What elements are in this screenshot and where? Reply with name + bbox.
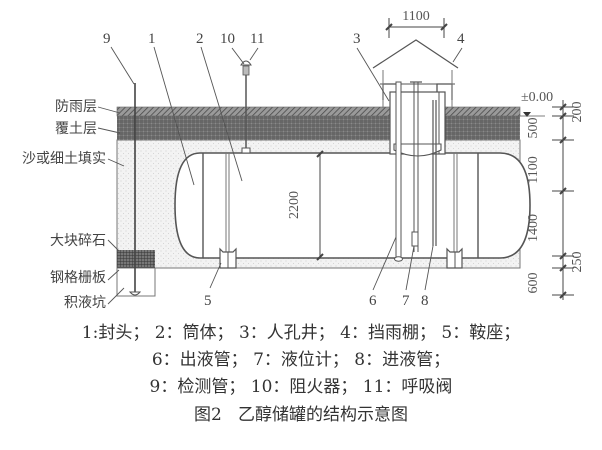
rain-shed — [372, 39, 459, 69]
legend-line-3: 9：检测管； 10：阻火器； 11：呼吸阀 — [149, 377, 453, 397]
saddle-left — [219, 247, 237, 269]
callout-6: 6 — [369, 293, 377, 309]
dim-vertical-chain — [552, 100, 574, 300]
label-sand-fill: 沙或细土填实 — [22, 151, 106, 167]
soil-cover-layer — [117, 116, 520, 140]
detection-pipe — [128, 83, 142, 296]
label-soil-cover: 覆土层 — [55, 121, 97, 137]
gravel-layer — [117, 250, 155, 268]
dim-label-200: 200 — [570, 102, 585, 123]
dim-label-1400: 1400 — [526, 214, 541, 242]
dim-label-600: 600 — [526, 273, 541, 294]
level-gauge — [410, 81, 422, 252]
callout-2: 2 — [196, 31, 204, 47]
tank — [174, 152, 531, 259]
flame-arrester — [242, 65, 250, 76]
label-steel-grating: 钢格栅板 — [50, 270, 106, 286]
callout-3: 3 — [353, 31, 361, 47]
dim-label-250: 250 — [570, 252, 585, 273]
figure-title: 图2 乙醇储罐的结构示意图 — [193, 405, 409, 425]
callout-1: 1 — [148, 31, 156, 47]
callout-4: 4 — [457, 31, 465, 47]
label-sump: 积液坑 — [64, 295, 106, 311]
dim-tank-diameter — [316, 150, 324, 261]
sump-pit — [116, 267, 156, 297]
label-gravel: 大块碎石 — [50, 233, 106, 249]
callout-9: 9 — [103, 31, 111, 47]
saddle-right — [446, 247, 463, 269]
callout-10: 10 — [220, 31, 235, 47]
vent-pipe — [241, 72, 251, 154]
outlet-pipe — [394, 81, 403, 262]
dim-label-500: 500 — [526, 118, 541, 139]
callout-5: 5 — [204, 293, 212, 309]
dim-manhole-width — [385, 18, 448, 38]
dim-label-2200: 2200 — [287, 191, 302, 219]
leader-lines — [97, 46, 463, 305]
callout-7: 7 — [402, 293, 410, 309]
elevation-marker-icon — [523, 112, 531, 117]
elevation-label: ±0.00 — [521, 90, 553, 105]
inlet-pipe — [432, 100, 437, 246]
label-rain-layer: 防雨层 — [55, 99, 97, 115]
tank-structure-diagram: 9 1 2 10 11 3 4 5 6 7 8 防雨层 覆土层 沙或细土填实 大… — [22, 9, 585, 311]
callout-8: 8 — [421, 293, 429, 309]
legend-line-2: 6：出液管； 7：液位计； 8：进液管； — [151, 350, 451, 370]
dim-label-1100: 1100 — [402, 9, 429, 24]
rain-layer — [116, 106, 521, 117]
callout-11: 11 — [250, 31, 264, 47]
dim-label-1100-vert: 1100 — [526, 156, 541, 183]
legend-line-1: 1:封头； 2：筒体； 3：人孔井； 4：挡雨棚； 5：鞍座； — [81, 323, 521, 343]
